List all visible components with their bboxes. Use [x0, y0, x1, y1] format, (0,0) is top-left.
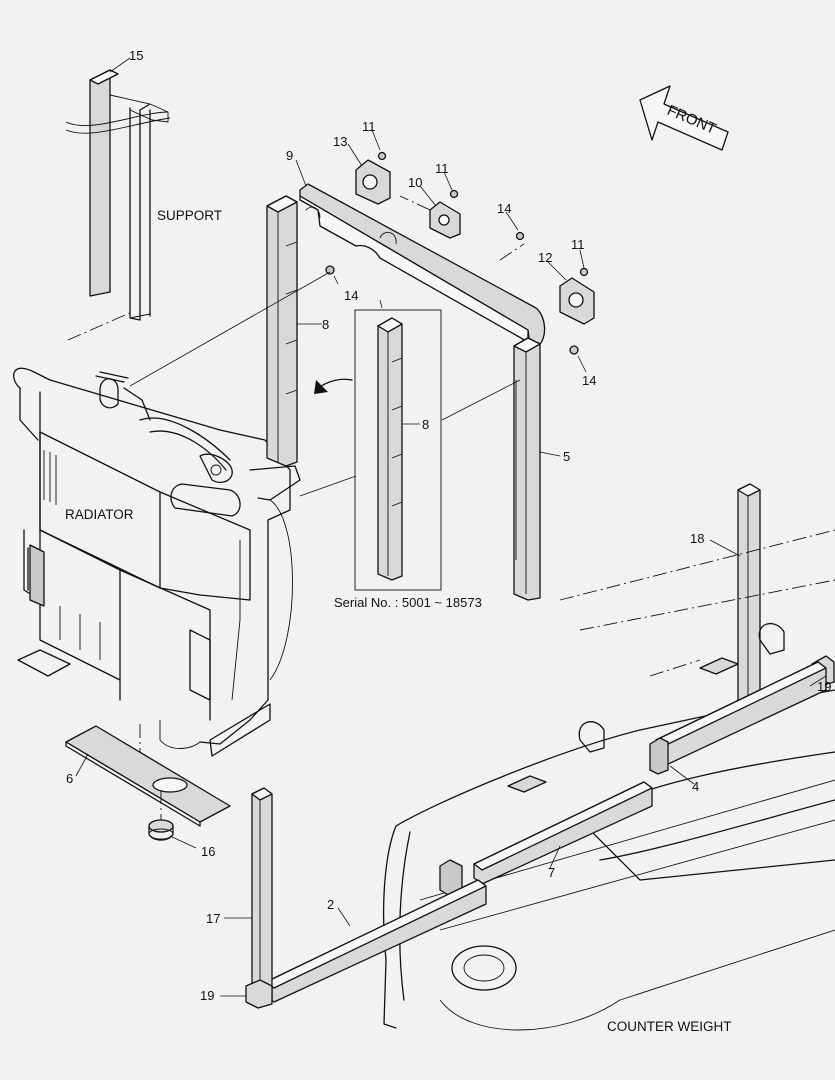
radiator-assembly — [13, 367, 301, 770]
assembly-lines — [129, 195, 525, 497]
part-10-plate — [429, 201, 461, 239]
callout-2: 2 — [327, 897, 334, 912]
callout-11: 11 — [362, 119, 376, 134]
part-5-post — [513, 337, 541, 601]
counter-weight — [382, 529, 835, 1031]
bolts — [325, 151, 589, 355]
part-4-rail — [649, 661, 827, 775]
callout-8: 8 — [322, 317, 329, 332]
part-12-plate — [559, 277, 595, 325]
leader-lines — [75, 57, 827, 997]
part-6-plate — [65, 725, 231, 827]
callout-8: 8 — [422, 417, 429, 432]
callout-14: 14 — [497, 201, 511, 216]
part-2-rail — [265, 879, 487, 1003]
callout-6: 6 — [66, 771, 73, 786]
serial-label: Serial No. : 5001 ~ 18573 — [334, 595, 482, 610]
callout-19: 19 — [817, 679, 831, 694]
callout-12: 12 — [538, 250, 552, 265]
callout-16: 16 — [201, 844, 215, 859]
callout-4: 4 — [692, 779, 699, 794]
part-16-grommet — [148, 790, 174, 841]
support-bracket — [65, 69, 171, 341]
callout-17: 17 — [206, 911, 220, 926]
front-arrow — [639, 85, 729, 151]
callout-14: 14 — [582, 373, 596, 388]
support-label: SUPPORT — [157, 208, 222, 223]
callout-13: 13 — [333, 134, 347, 149]
callout-18: 18 — [690, 531, 704, 546]
counter-weight-label: COUNTER WEIGHT — [607, 1019, 732, 1034]
callout-14: 14 — [344, 288, 358, 303]
callout-numbers: 15 11 13 9 11 10 14 11 12 14 8 14 8 5 18… — [66, 48, 831, 1003]
text-labels: SUPPORT RADIATOR COUNTER WEIGHT FRONT Se… — [65, 102, 732, 1034]
part-17-post — [251, 787, 273, 1005]
callout-15: 15 — [129, 48, 143, 63]
part-7-rail — [439, 781, 653, 897]
callout-11: 11 — [435, 161, 449, 176]
part-13-plate — [355, 159, 391, 205]
part-8-seal-left — [266, 195, 298, 467]
callout-9: 9 — [286, 148, 293, 163]
callout-10: 10 — [408, 175, 422, 190]
part-18-post — [737, 483, 761, 709]
radiator-label: RADIATOR — [65, 507, 134, 522]
callout-7: 7 — [548, 865, 555, 880]
callout-19: 19 — [200, 988, 214, 1003]
callout-11: 11 — [571, 237, 585, 252]
callout-5: 5 — [563, 449, 570, 464]
part-19-cap-left — [245, 979, 273, 1009]
serial-inset — [314, 309, 442, 591]
